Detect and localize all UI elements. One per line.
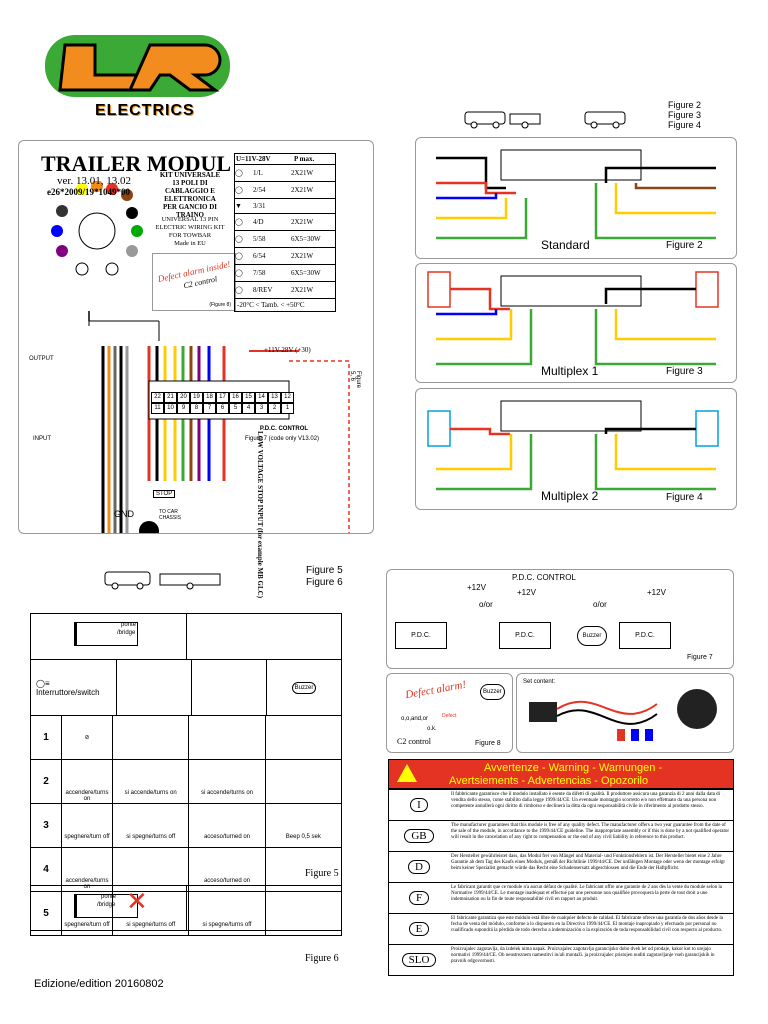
low-voltage-label: LOW VOLTAGE STOP INPUT (for example MB G… xyxy=(256,431,264,599)
electrics-label: ELECTRICS xyxy=(95,102,195,119)
wiring-diagram xyxy=(88,311,350,533)
pdc-panel: P.D.C. CONTROL +12V o/or +12V o/or +12V … xyxy=(386,569,734,669)
panel-multiplex2-fig: Figure 4 xyxy=(666,492,703,503)
fig8-panel: Defect alarm! o,o,and,or o.k. Defect Buz… xyxy=(386,673,513,753)
stop-label: STOP xyxy=(153,490,176,498)
output-label: OUTPUT xyxy=(29,356,54,362)
panel-standard-fig: Figure 2 xyxy=(666,240,703,251)
panel-multiplex2: Multiplex 2 Figure 4 xyxy=(415,388,737,510)
panel-multiplex1-label: Multiplex 1 xyxy=(541,364,599,378)
defect-alarm-card: Defect alarm inside! C2 control (Figure … xyxy=(152,253,236,311)
panel-multiplex1: Multiplex 1 Figure 3 xyxy=(415,263,737,383)
socket-diagram xyxy=(47,180,147,281)
panel-multiplex2-label: Multiplex 2 xyxy=(541,489,599,503)
panel-standard: Standard Figure 2 xyxy=(415,137,737,259)
figure6-label: Figure 6 xyxy=(305,953,339,964)
module-diagram: TRAILER MODUL ver. 13.01, 13.02 e26*2009… xyxy=(18,140,374,598)
panel-standard-label: Standard xyxy=(541,238,590,252)
figure5-label: Figure 5 xyxy=(305,868,339,879)
module-title: TRAILER MODUL xyxy=(41,151,232,176)
figure56-label: Figure 5, 6 xyxy=(349,371,361,389)
fig6-row: ponte /bridge ✕ xyxy=(30,885,342,931)
pdc-figure: Figure 7 (code only V13.02) xyxy=(245,436,320,442)
module-version: ver. 13.01, 13.02 xyxy=(57,175,131,187)
panel-multiplex1-fig: Figure 3 xyxy=(666,366,703,377)
set-content-panel: Set content: xyxy=(516,673,734,753)
brand-logo: ELECTRICS xyxy=(40,30,240,125)
pdc-label: P.D.C. CONTROL xyxy=(259,426,309,432)
warning-icon xyxy=(397,764,417,782)
chassis-label: TO CAR CHASSIS xyxy=(159,509,181,521)
fig56-car-icon xyxy=(104,571,221,590)
car-trailer-icons xyxy=(464,111,626,129)
voltage-label: +11V-28V (+30) xyxy=(264,346,311,354)
warning-header: Avvertenze - Warning - Warnungen - Avert… xyxy=(388,759,734,789)
gnd-label: GND xyxy=(114,509,134,519)
edition-label: Edizione/edition 20160802 xyxy=(34,978,164,990)
module-approval: e26*2009/19*1049*00 xyxy=(47,187,130,197)
warning-list: I Il fabbricante garantisce che il modul… xyxy=(388,789,734,976)
input-label: INPUT xyxy=(33,436,51,442)
